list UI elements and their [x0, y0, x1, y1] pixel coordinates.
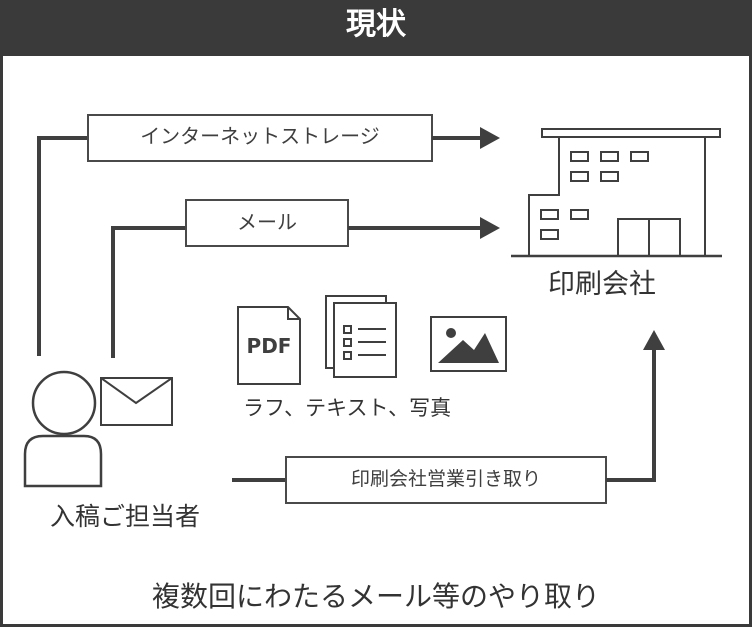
pdf-file-icon	[237, 306, 301, 385]
person-label: 入稿ご担当者	[50, 502, 201, 531]
internet-storage-label: インターネットストレージ	[140, 124, 380, 148]
sales-route-box	[285, 456, 607, 504]
page-title: 現状	[346, 7, 406, 42]
print-company-label: 印刷会社	[548, 269, 656, 300]
storage-route-line	[37, 136, 88, 356]
storage-route-box	[87, 114, 433, 162]
mail-label: メール	[237, 210, 297, 234]
mail-route-box	[185, 199, 349, 247]
sales-route-line-right	[606, 348, 656, 482]
pdf-icon-text: PDF	[246, 334, 292, 358]
footer-note: 複数回にわたるメール等のやり取り	[151, 580, 600, 613]
files-caption: ラフ、テキスト、写真	[243, 396, 452, 420]
sales-route-arrowhead	[643, 330, 665, 350]
mail-route-arrowhead	[480, 217, 500, 239]
storage-route-arrowhead	[480, 127, 500, 149]
envelope-icon	[100, 377, 173, 426]
building-icon	[511, 128, 722, 258]
image-photo-icon	[430, 316, 507, 372]
mail-route-line	[111, 226, 186, 358]
person-icon	[23, 370, 103, 488]
sales-pickup-label: 印刷会社営業引き取り	[350, 468, 541, 490]
header-bar	[0, 0, 752, 56]
text-document-icon	[325, 295, 397, 378]
